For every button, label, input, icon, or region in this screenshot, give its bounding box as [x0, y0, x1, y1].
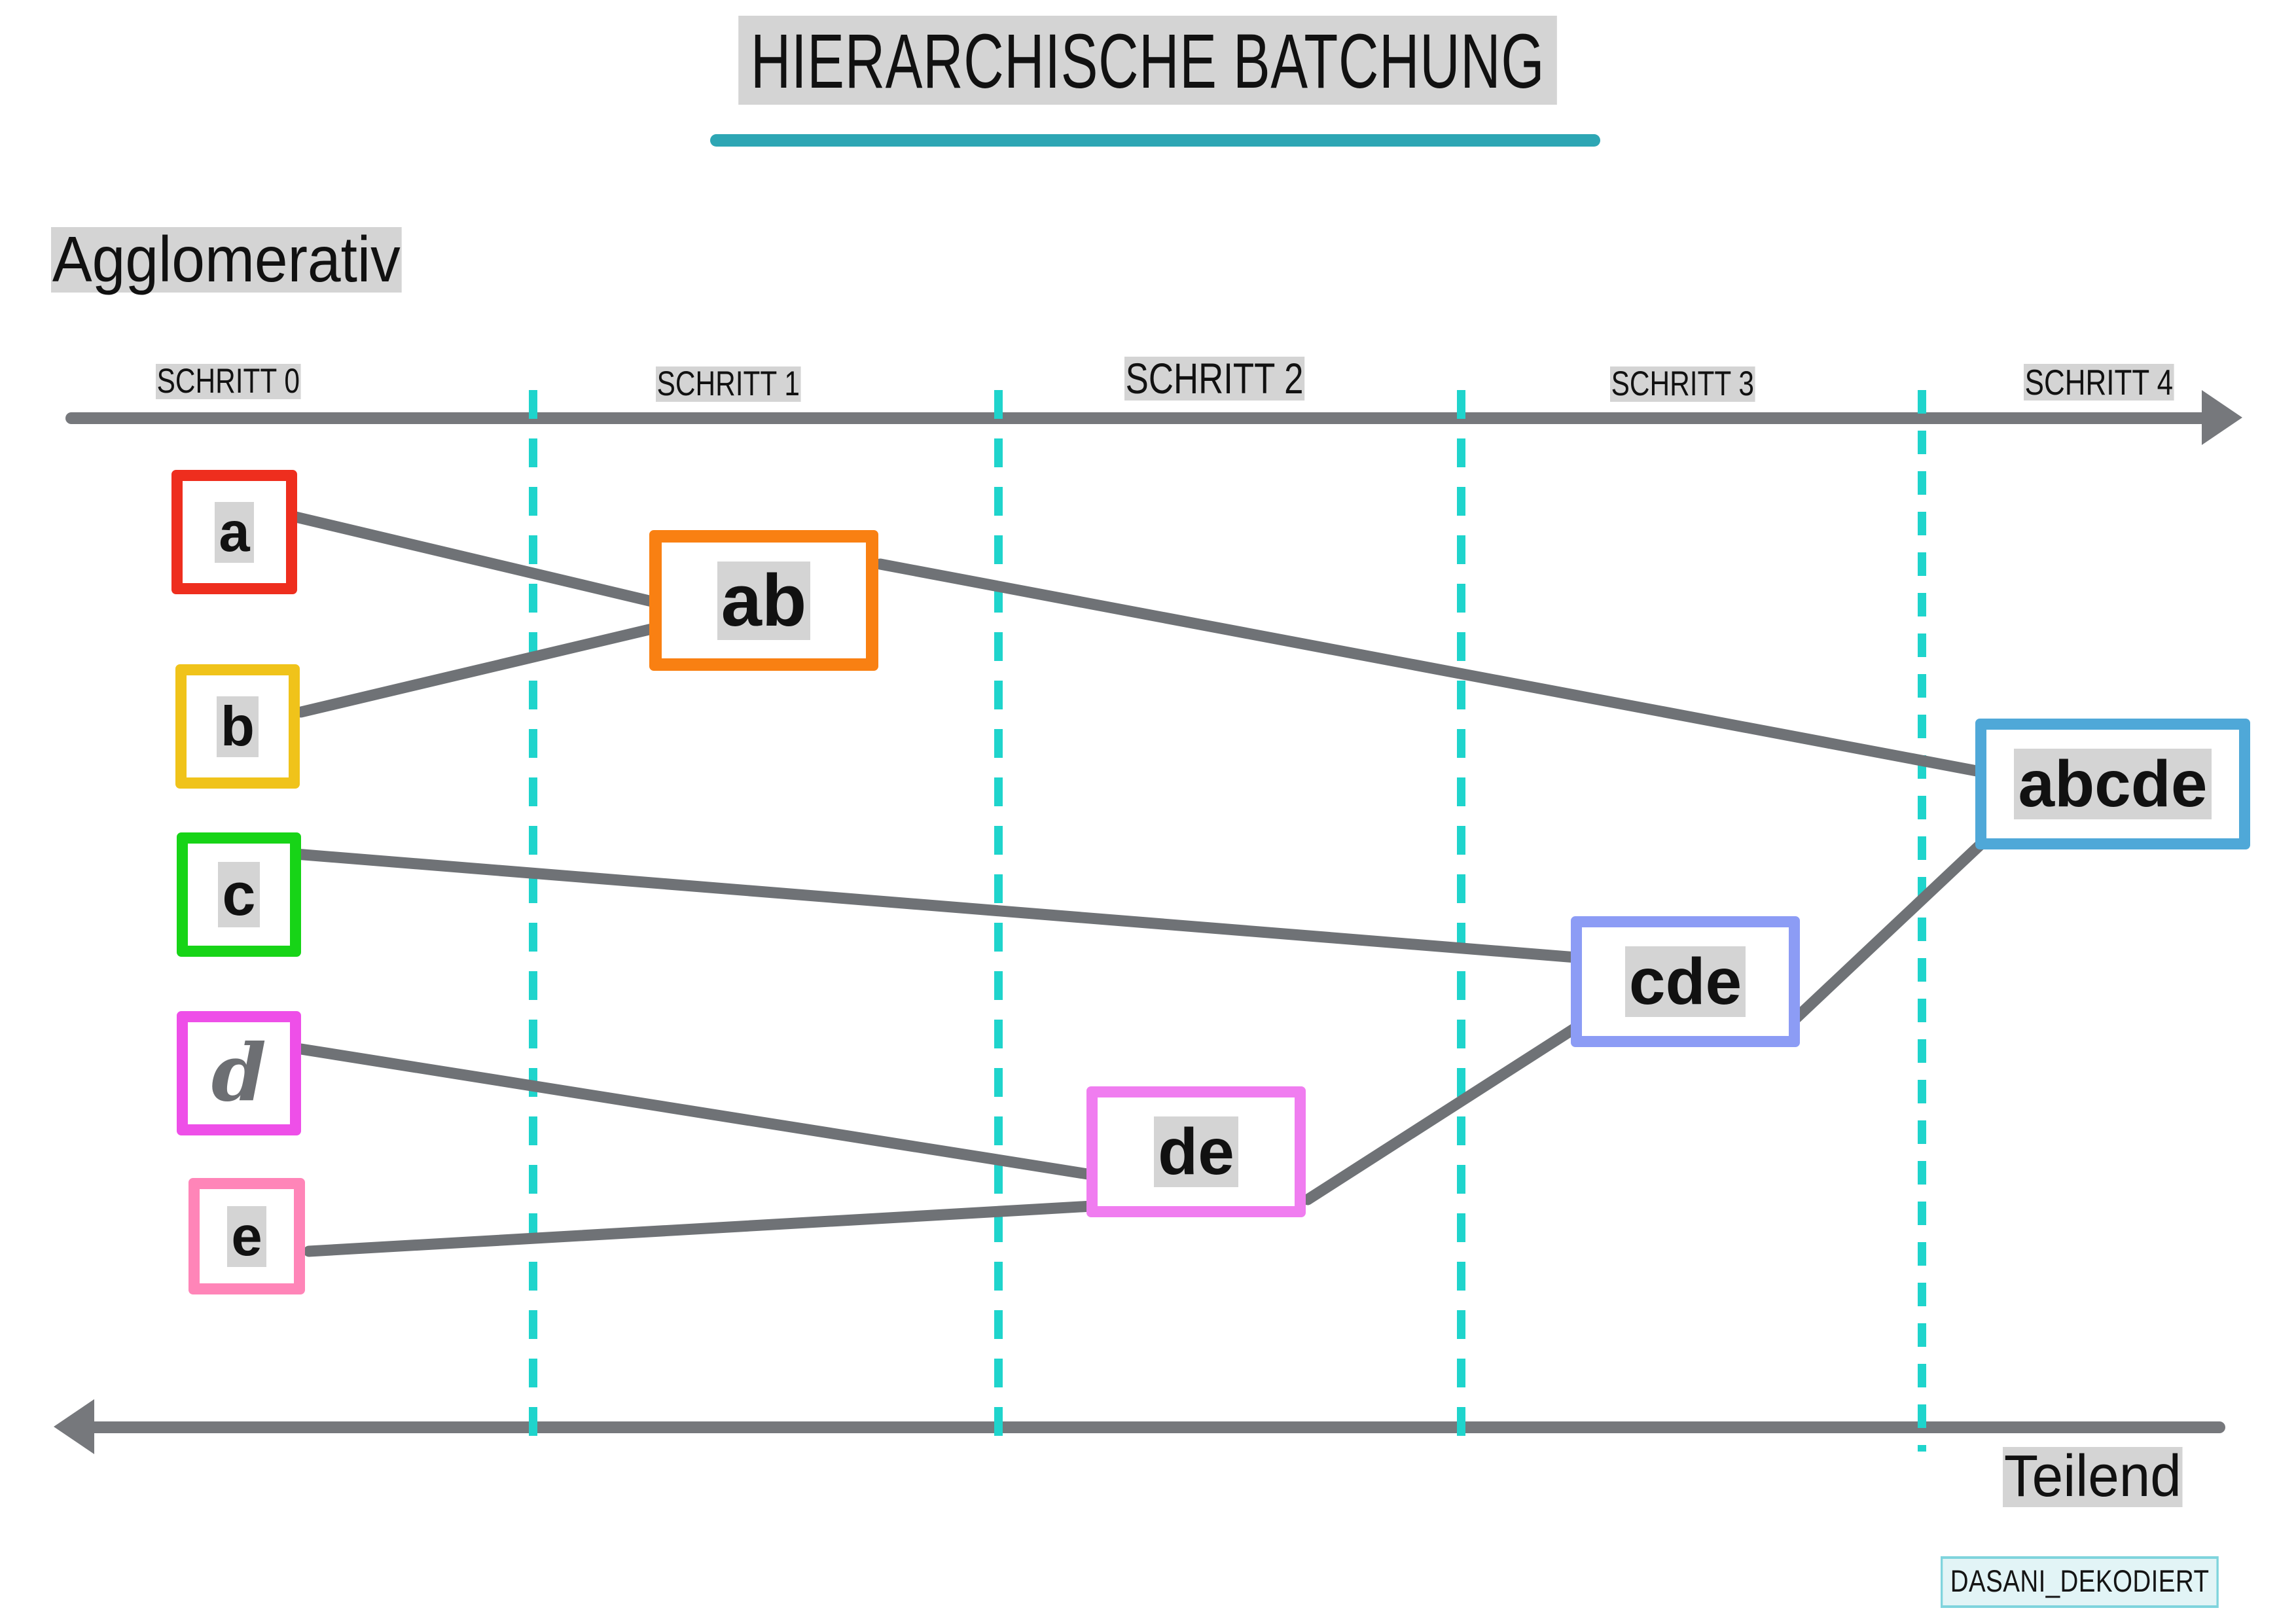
cluster-node-de[interactable]: de [1086, 1086, 1306, 1217]
cluster-node-cde-label: cde [1624, 946, 1746, 1017]
link-e-de [303, 1200, 1098, 1257]
agglomerative-label-text: Agglomerativ [51, 223, 402, 295]
watermark-badge: DASANI_DEKODIERT [1941, 1556, 2219, 1608]
cluster-node-a[interactable]: a [171, 470, 297, 594]
divisive-axis-arrow-icon [54, 1399, 94, 1454]
step-label-2-text: SCHRITT 2 [1124, 354, 1305, 402]
cluster-node-d[interactable]: d [177, 1011, 301, 1135]
cluster-node-abcde[interactable]: abcde [1975, 719, 2250, 849]
cluster-node-c-label: c [218, 862, 260, 927]
step-label-4: SCHRITT 4 [2024, 361, 2174, 403]
step-separator-1 [529, 390, 537, 1452]
agglomerative-axis-arrow-icon [2202, 390, 2242, 445]
step-separator-2 [994, 390, 1003, 1452]
cluster-node-ab[interactable]: ab [649, 530, 878, 671]
link-d-de [295, 1043, 1098, 1181]
link-c-cde [290, 848, 1582, 963]
agglomerative-direction-label: Agglomerativ [51, 223, 402, 296]
agglomerative-axis [65, 412, 2225, 424]
cluster-node-b-label: b [217, 696, 259, 757]
link-b-ab [295, 622, 660, 718]
step-label-3: SCHRITT 3 [1610, 364, 1755, 404]
step-label-0-text: SCHRITT 0 [156, 362, 301, 401]
step-label-4-text: SCHRITT 4 [2024, 362, 2174, 402]
cluster-node-cde[interactable]: cde [1571, 916, 1800, 1047]
cluster-node-e-label: e [227, 1205, 266, 1267]
step-label-1: SCHRITT 1 [656, 364, 801, 404]
cluster-node-ab-label: ab [717, 561, 811, 640]
page-title: HIERARCHISCHE BATCHUNG [0, 16, 2296, 105]
cluster-node-c[interactable]: c [177, 832, 301, 957]
page-title-text: HIERARCHISCHE BATCHUNG [738, 16, 1558, 105]
step-label-1-text: SCHRITT 1 [656, 365, 801, 403]
divisive-direction-label: Teilend [2003, 1443, 2183, 1510]
cluster-node-a-label: a [215, 501, 254, 563]
step-label-0: SCHRITT 0 [156, 361, 301, 401]
cluster-node-b[interactable]: b [175, 664, 300, 789]
title-underline [710, 134, 1600, 147]
divisive-axis [75, 1421, 2225, 1433]
link-cde-abcde [1791, 833, 1992, 1024]
step-separator-4 [1918, 390, 1926, 1452]
cluster-node-abcde-label: abcde [2014, 749, 2212, 819]
step-separator-3 [1457, 390, 1465, 1452]
step-label-3-text: SCHRITT 3 [1610, 365, 1755, 403]
step-label-2: SCHRITT 2 [1124, 353, 1305, 403]
cluster-node-de-label: de [1154, 1116, 1238, 1187]
link-ab-abcde [874, 558, 1982, 777]
divisive-label-text: Teilend [2003, 1444, 2183, 1509]
cluster-node-e[interactable]: e [188, 1178, 305, 1294]
link-a-ab [290, 511, 660, 608]
cluster-node-d-label: d [211, 1027, 266, 1119]
link-de-cde [1302, 1022, 1582, 1205]
